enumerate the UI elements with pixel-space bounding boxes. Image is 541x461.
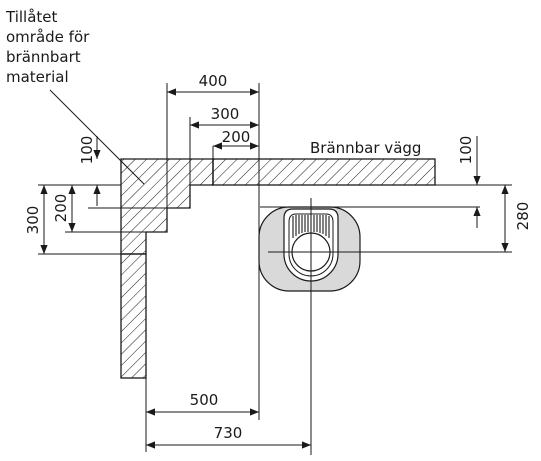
dimension-730-label: 730 [214, 424, 243, 442]
dimension-730: 730 [146, 424, 311, 449]
reference-lines [38, 83, 512, 455]
dimension-300-top: 300 [190, 105, 259, 129]
dimension-100-left: 100 [78, 136, 101, 206]
permitted-area-label-line-4: material [6, 68, 69, 86]
dimension-200-top: 200 [213, 128, 259, 150]
permitted-area-label: Tillåtet område för brännbart material [5, 8, 90, 86]
dimension-500: 500 [146, 391, 259, 416]
wall-label: Brännbar vägg [310, 139, 421, 157]
dimension-200-left: 200 [52, 185, 76, 232]
dimension-100-right: 100 [457, 136, 481, 228]
combustible-wall-horizontal [212, 158, 436, 186]
permitted-area-label-line-2: område för [6, 28, 90, 46]
stove [258, 206, 361, 292]
stove-grille [292, 215, 330, 238]
dimension-400: 400 [167, 72, 259, 96]
dimension-280: 280 [501, 185, 532, 252]
dimension-500-label: 500 [190, 391, 219, 409]
dimension-300-left: 300 [24, 185, 48, 254]
dimension-300-left-label: 300 [24, 206, 42, 235]
dimension-400-label: 400 [199, 72, 228, 90]
dimension-100-left-label: 100 [78, 136, 96, 165]
dimension-300-top-label: 300 [211, 105, 240, 123]
combustible-wall-vertical [120, 253, 147, 379]
dimension-200-left-label: 200 [52, 194, 70, 223]
dimension-280-label: 280 [514, 202, 532, 231]
permitted-area-label-line-3: brännbart [6, 48, 81, 66]
permitted-area-label-line-1: Tillåtet [5, 8, 58, 26]
dimension-100-right-label: 100 [457, 136, 475, 165]
dimension-200-top-label: 200 [222, 128, 251, 146]
